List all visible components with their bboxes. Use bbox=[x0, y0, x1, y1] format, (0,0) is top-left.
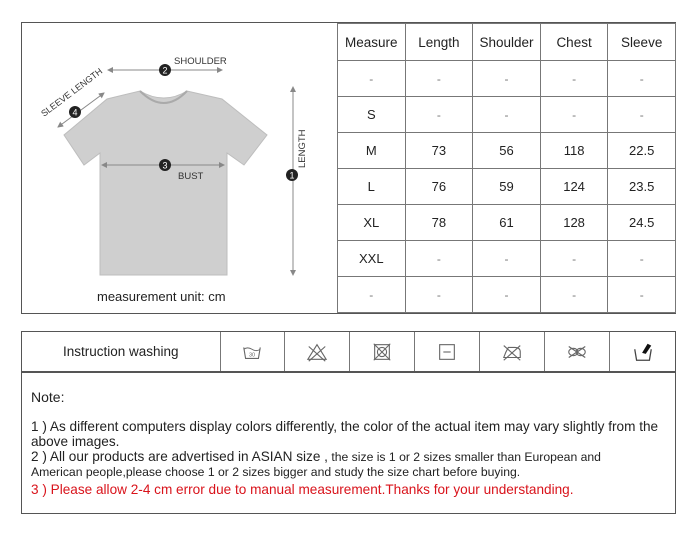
table-cell: 56 bbox=[472, 132, 541, 169]
marker-shoulder: 2 bbox=[159, 64, 171, 76]
table-cell: - bbox=[539, 240, 609, 277]
marker-2-text: 2 bbox=[162, 66, 167, 76]
table-cell: - bbox=[472, 60, 541, 97]
marker-sleeve: 4 bbox=[69, 106, 81, 118]
header-shoulder: Shoulder bbox=[472, 23, 541, 61]
table-cell: - bbox=[404, 60, 474, 97]
table-cell: - bbox=[472, 276, 541, 313]
header-chest: Chest bbox=[539, 23, 609, 61]
marker-1-text: 1 bbox=[289, 171, 294, 181]
table-cell: - bbox=[404, 96, 474, 133]
wash-basin-icon bbox=[610, 332, 675, 371]
table-row: L 76 59 124 23.5 bbox=[337, 168, 676, 205]
no-dry-clean-icon bbox=[545, 332, 611, 371]
tshirt-illustration: 2 3 1 4 SHOULDER BUST LENGTH SLEEVE LENG… bbox=[39, 56, 308, 276]
table-cell: 128 bbox=[539, 204, 609, 241]
note-line-2-part-a: 2 ) All our products are advertised in A… bbox=[31, 449, 328, 464]
bust-label: BUST bbox=[178, 171, 204, 182]
table-cell: 73 bbox=[404, 132, 474, 169]
table-cell: L bbox=[337, 168, 406, 205]
note-line-2-part-c: American people,please choose 1 or 2 siz… bbox=[31, 465, 521, 479]
length-label: LENGTH bbox=[297, 129, 308, 168]
table-cell: - bbox=[607, 276, 676, 313]
table-cell: - bbox=[539, 60, 609, 97]
table-header-row: Measure Length Shoulder Chest Sleeve bbox=[337, 23, 676, 61]
washing-label: Instruction washing bbox=[22, 332, 221, 371]
note-title: Note: bbox=[31, 389, 65, 405]
table-row: - - - - - bbox=[337, 276, 676, 313]
iron-low-icon bbox=[480, 332, 546, 371]
table-cell: XL bbox=[337, 204, 406, 241]
table-cell: - bbox=[337, 60, 406, 97]
note-line-1: 1 ) As different computers display color… bbox=[31, 419, 659, 449]
marker-3-text: 3 bbox=[162, 161, 167, 171]
tshirt-diagram: 2 3 1 4 SHOULDER BUST LENGTH SLEEVE LENG… bbox=[22, 23, 337, 313]
table-row: M 73 56 118 22.5 bbox=[337, 132, 676, 169]
table-cell: 24.5 bbox=[607, 204, 676, 241]
table-row: XXL - - - - bbox=[337, 240, 676, 277]
note-line-2-part-b: the size is 1 or 2 sizes smaller than Eu… bbox=[327, 450, 601, 464]
measurement-unit-label: measurement unit: cm bbox=[97, 289, 226, 304]
table-cell: 61 bbox=[472, 204, 541, 241]
table-cell: - bbox=[404, 276, 474, 313]
table-cell: - bbox=[607, 96, 676, 133]
note-line-2: 2 ) All our products are advertised in A… bbox=[31, 449, 666, 465]
size-table: Measure Length Shoulder Chest Sleeve - -… bbox=[337, 23, 676, 313]
table-cell: XXL bbox=[337, 240, 406, 277]
table-cell: 23.5 bbox=[607, 168, 676, 205]
table-cell: - bbox=[539, 96, 609, 133]
notes-section: Note: 1 ) As different computers display… bbox=[21, 372, 676, 514]
table-cell: 76 bbox=[404, 168, 474, 205]
header-length: Length bbox=[404, 23, 474, 61]
table-row: S - - - - bbox=[337, 96, 676, 133]
table-cell: 22.5 bbox=[607, 132, 676, 169]
table-cell: 59 bbox=[472, 168, 541, 205]
table-cell: 78 bbox=[404, 204, 474, 241]
size-chart: 2 3 1 4 SHOULDER BUST LENGTH SLEEVE LENG… bbox=[21, 22, 676, 314]
table-cell: - bbox=[607, 60, 676, 97]
table-cell: 118 bbox=[539, 132, 609, 169]
table-row: XL 78 61 128 24.5 bbox=[337, 204, 676, 241]
washing-instructions-row: Instruction washing 30 bbox=[21, 331, 676, 372]
table-cell: - bbox=[539, 276, 609, 313]
shoulder-label: SHOULDER bbox=[174, 56, 227, 67]
svg-text:30: 30 bbox=[249, 352, 255, 358]
table-cell: M bbox=[337, 132, 406, 169]
table-cell: - bbox=[404, 240, 474, 277]
table-cell: - bbox=[607, 240, 676, 277]
tshirt-outline bbox=[63, 90, 268, 276]
header-sleeve: Sleeve bbox=[607, 23, 676, 61]
table-cell: - bbox=[337, 276, 406, 313]
marker-length: 1 bbox=[286, 169, 298, 181]
dry-flat-icon bbox=[415, 332, 481, 371]
note-line-3: 3 ) Please allow 2-4 cm error due to man… bbox=[31, 482, 574, 497]
table-row: - - - - - bbox=[337, 60, 676, 97]
table-cell: - bbox=[472, 96, 541, 133]
table-cell: - bbox=[472, 240, 541, 277]
hand-wash-icon: 30 bbox=[221, 332, 286, 371]
table-cell: 124 bbox=[539, 168, 609, 205]
table-cell: S bbox=[337, 96, 406, 133]
marker-bust: 3 bbox=[159, 159, 171, 171]
no-tumble-dry-icon bbox=[350, 332, 416, 371]
no-bleach-icon bbox=[285, 332, 351, 371]
header-measure: Measure bbox=[337, 23, 406, 61]
marker-4-text: 4 bbox=[72, 108, 77, 118]
